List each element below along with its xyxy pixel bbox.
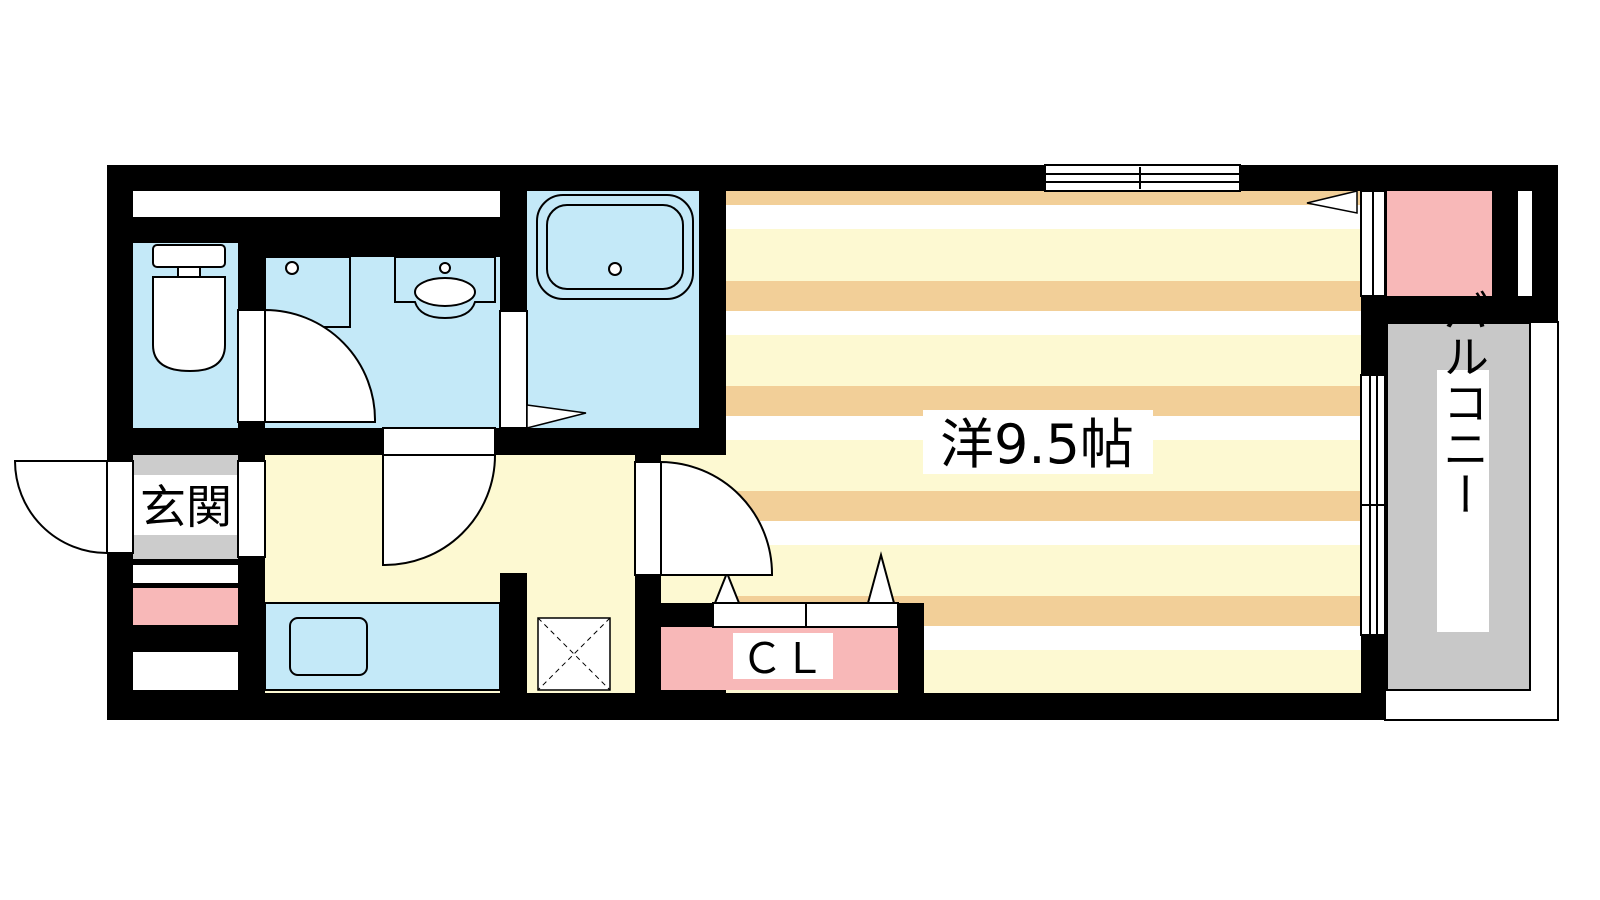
entrance-door — [13, 460, 134, 554]
bathroom-door — [499, 310, 587, 429]
toilet-icon — [152, 276, 226, 373]
washroom-door — [382, 427, 497, 567]
room-label-balcony: バルコニー — [1436, 287, 1490, 517]
entrance-step-door — [237, 460, 266, 558]
room-label-western: 洋9.5帖 — [940, 413, 1134, 476]
refrigerator-space — [537, 617, 611, 691]
balcony — [1384, 321, 1559, 721]
room-label-closet: ＣＬ — [741, 634, 825, 683]
toilet-door — [237, 309, 377, 423]
room-door — [634, 461, 774, 576]
toilet-tank — [152, 244, 226, 268]
toilet-room — [133, 243, 238, 428]
closet — [661, 551, 899, 690]
shoe-storage — [133, 588, 238, 625]
kitchen-counter — [264, 602, 501, 691]
window-top — [1044, 164, 1241, 192]
room-label-entrance: 玄関 — [140, 480, 232, 534]
entrance — [133, 455, 238, 690]
bathroom — [527, 191, 699, 428]
sliding-door-balcony — [1360, 374, 1386, 636]
storage-top-right — [1387, 191, 1492, 296]
sink-icon — [289, 617, 368, 676]
